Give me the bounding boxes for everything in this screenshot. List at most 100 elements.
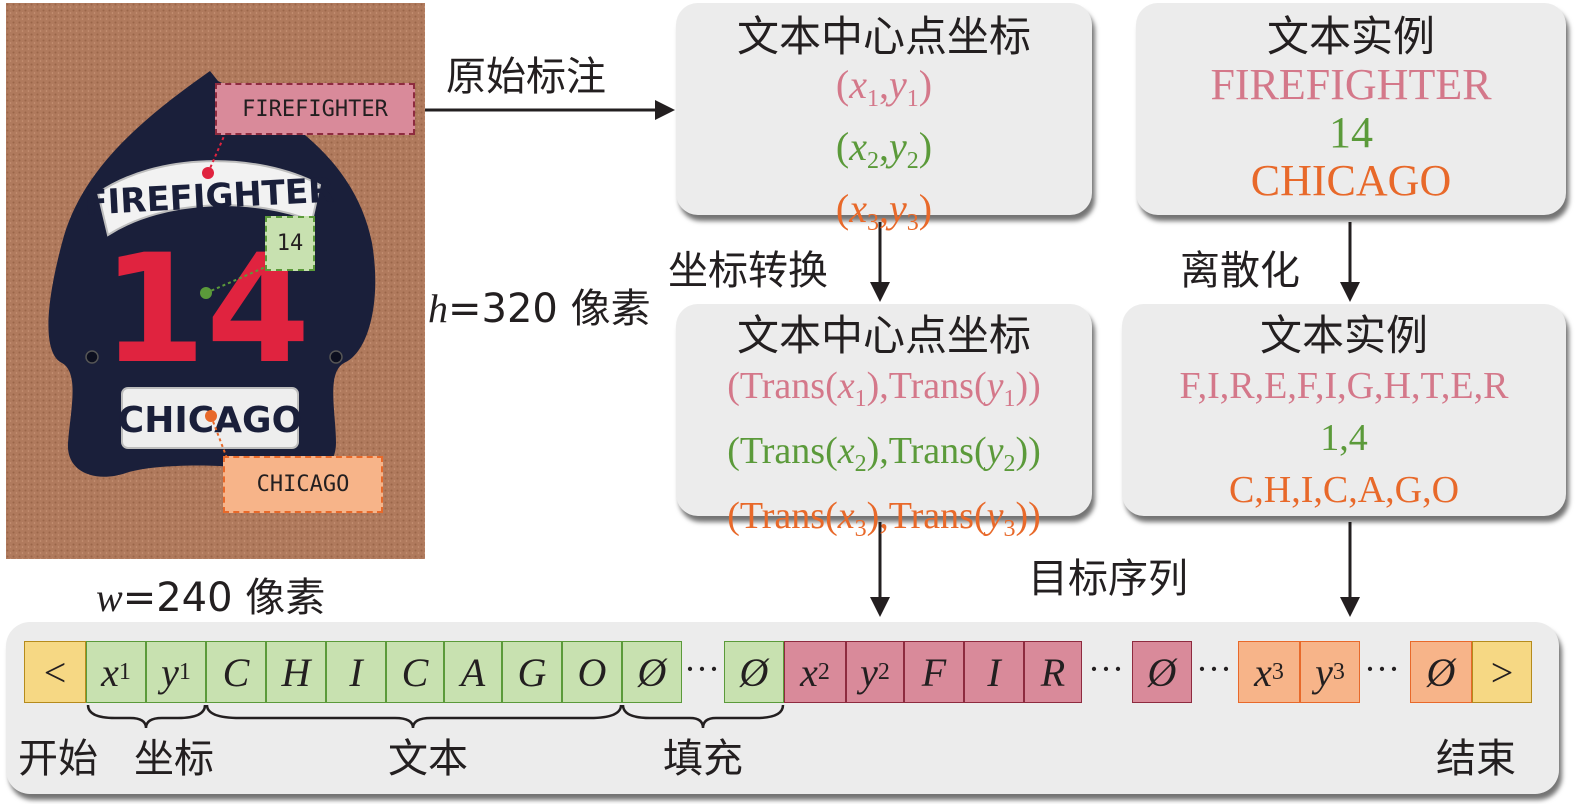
token-sub: 2 [877,658,890,685]
coord-var: y [986,430,1004,472]
sample-image: FIREFIGHTER 14 CHICAGO FIREFIGHTER 14 CH… [6,3,425,559]
coord-line-3: (x3,y3) [835,186,933,236]
token-char: H [266,641,326,703]
token-char: I [326,641,386,703]
token-sub: 3 [1332,658,1345,685]
coord-sub: 3 [867,210,879,236]
coord-var: x [849,62,867,107]
token-char: I [964,641,1024,703]
text-line-1: FIREFIGHTER [1210,60,1492,109]
brace-pad [621,704,785,729]
token-var: x [800,649,818,695]
token-text: Ø [1426,649,1456,695]
coord-sub: 1 [854,386,867,412]
token-pad: Ø [724,641,784,703]
box-text-instances-original: 文本实例 FIREFIGHTER 14 CHICAGO [1136,3,1566,215]
label-coord-transform: 坐标转换 [668,248,828,294]
center-point-firefighter [202,167,214,179]
box-title: 文本实例 [1259,311,1428,360]
label-original-annotation: 原始标注 [446,54,606,100]
box-text-instances-discrete: 文本实例 F,I,R,E,F,I,G,H,T,E,R 1,4 C,H,I,C,A… [1122,304,1566,516]
coord-var: x [849,186,867,231]
discrete-line-3: C,H,I,C,A,G,O [1228,469,1460,511]
label-target-sequence: 目标序列 [1028,556,1188,602]
token-char: R [1024,641,1082,703]
token-char: F [904,641,964,703]
token-pad: Ø [1410,641,1472,703]
coord-var: y [889,186,907,231]
coord-var: y [986,495,1004,537]
label-discretize: 离散化 [1180,248,1300,294]
coord-sub: 3 [906,210,919,236]
ellipsis: ··· [684,649,720,689]
box-title: 文本中心点坐标 [736,311,1031,360]
coord-var: y [889,124,907,169]
token-char: C [386,641,444,703]
token-var: x [101,649,119,695]
tag-14: 14 [265,216,315,271]
coord-var: y [889,62,907,107]
ellipsis: ··· [1364,649,1400,689]
coord-line-1: (x1,y1) [835,62,933,112]
label-end: 结束 [1436,736,1516,782]
token-sub: 1 [118,658,131,685]
ellipsis: ··· [1088,649,1124,689]
width-value: =240 像素 [122,575,326,621]
token-var: x [1254,649,1272,695]
brace-text [205,704,623,729]
token-var: y [860,649,878,695]
coord-var: y [986,365,1004,407]
token-var: y [161,649,179,695]
trans-line-1: (Trans(x1),Trans(y1)) [727,365,1041,412]
label-start: 开始 [18,736,98,782]
coord-var: x [837,495,855,537]
discrete-line-2: 1,4 [1320,417,1368,459]
coord-sub: 1 [1003,386,1016,412]
coord-line-2: (x2,y2) [835,124,933,174]
height-value: =320 像素 [448,286,651,332]
token-sub: 3 [1271,658,1284,685]
coord-sub: 2 [867,148,879,174]
token-text: > [1490,649,1514,695]
coord-sub: 1 [906,86,919,112]
ellipsis: ··· [1196,649,1232,689]
label-text: 文本 [388,736,468,782]
token-text: F [921,649,947,695]
token-text: R [1040,649,1066,695]
coord-sub: 3 [1003,516,1016,542]
trans-fn: Trans [888,365,974,407]
coord-var: x [837,365,855,407]
token-text: Ø [1147,649,1177,695]
token-text: < [43,649,67,695]
token-char: C [206,641,266,703]
box-center-coords-transformed: 文本中心点坐标 (Trans(x1),Trans(y1)) (Trans(x2)… [676,304,1092,542]
token-pad: Ø [622,641,682,703]
token-char: O [562,641,622,703]
token-text: I [987,649,1001,695]
coord-sub: 1 [867,86,879,112]
token-char: G [502,641,562,703]
trans-fn: Trans [739,430,826,472]
tag-chicago-text: CHICAGO [256,472,350,497]
label-pad: 填充 [663,736,743,782]
text-line-2: 14 [1329,108,1373,157]
token-start: < [24,641,86,703]
token-char: A [444,641,502,703]
box-center-coords-original: 文本中心点坐标 (x1,y1) (x2,y2) (x3,y3) [676,3,1092,236]
token-sub: 2 [817,658,830,685]
width-label: w=240 像素 [96,565,325,623]
trans-fn: Trans [888,495,974,537]
tag-14-text: 14 [276,231,304,256]
trans-line-3: (Trans(x3),Trans(y3)) [727,495,1041,542]
coord-sub: 3 [854,516,867,542]
tag-firefighter-text: FIREFIGHTER [242,96,388,122]
label-coords: 坐标 [134,736,214,782]
center-point-14 [200,287,212,299]
box-title: 文本实例 [1266,12,1435,61]
